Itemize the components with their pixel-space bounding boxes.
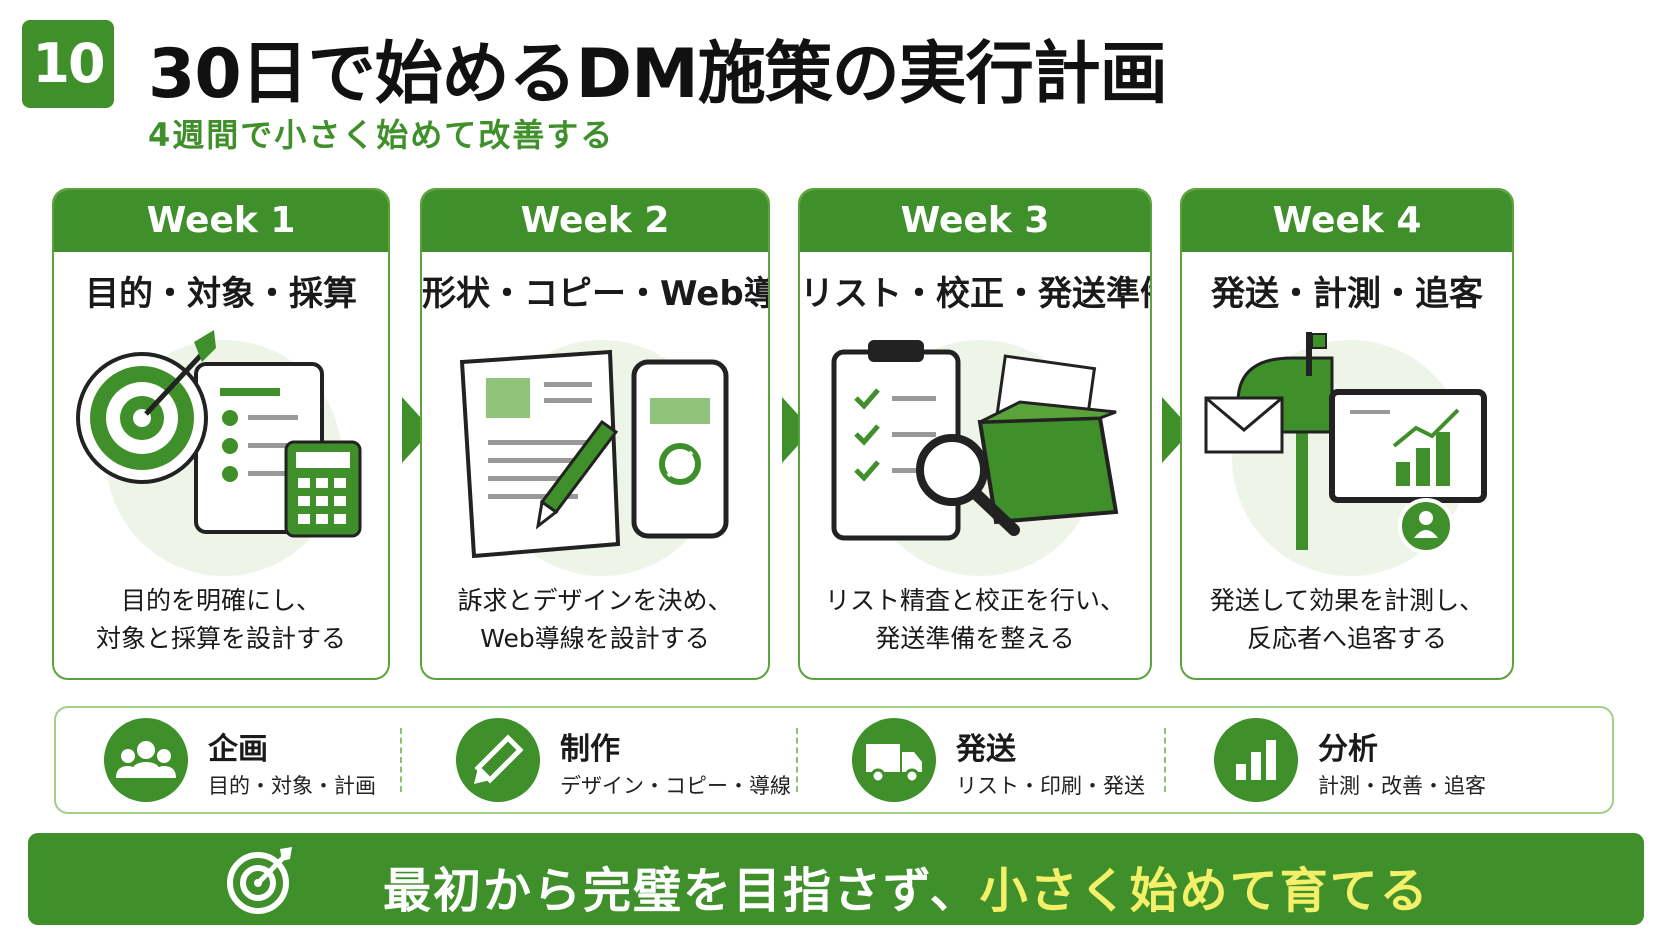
- phase-name: 企画: [208, 732, 268, 767]
- week-title: 目的・対象・採算: [85, 274, 357, 314]
- mailbox-monitor-chart-icon: [1182, 322, 1512, 584]
- phase-divider: [400, 728, 402, 792]
- week-title: 形状・コピー・Web導線: [422, 274, 768, 314]
- week-title: 発送・計測・追客: [1211, 274, 1483, 314]
- phase-planning: 企画 目的・対象・計画: [104, 708, 404, 812]
- arrow-right-icon: [402, 397, 432, 463]
- phase-name: 発送: [956, 732, 1016, 767]
- phase-name: 制作: [560, 732, 620, 767]
- phase-name: 分析: [1318, 732, 1378, 767]
- week-card-4: Week 4 発送・計測・追客 発送して効果を計測し、 反応者へ追客する: [1180, 188, 1514, 680]
- arrow-right-icon: [782, 397, 812, 463]
- week-description: リスト精査と校正を行い、 発送準備を整える: [824, 586, 1125, 653]
- phase-divider: [1164, 728, 1166, 792]
- week-description: 発送して効果を計測し、 反応者へ追客する: [1209, 586, 1485, 653]
- phases-panel: 企画 目的・対象・計画 制作 デザイン・コピー・導線 発送 リスト・印刷・発送: [54, 706, 1614, 814]
- phase-analysis: 分析 計測・改善・追客: [1214, 708, 1514, 812]
- target-arrow-icon: [227, 847, 292, 914]
- week-title: リスト・校正・発送準備: [800, 274, 1152, 314]
- clipboard-magnifier-box-icon: [800, 322, 1150, 584]
- week-label: Week 1: [54, 190, 388, 252]
- week-card-1: Week 1 目的・対象・採算 目的を明確にし、 対象と採算を設計する: [52, 188, 390, 680]
- week-label: Week 2: [422, 190, 768, 252]
- pencil-icon: [456, 718, 540, 802]
- phase-divider: [796, 728, 798, 792]
- people-icon: [104, 718, 188, 802]
- arrow-right-icon: [1162, 397, 1192, 463]
- target-checklist-calculator-icon: [54, 322, 388, 584]
- page-title: 30日で始めるDM施策の実行計画: [148, 35, 1168, 114]
- document-pencil-phone-icon: [422, 322, 768, 584]
- week-label: Week 3: [800, 190, 1150, 252]
- week-label: Week 4: [1182, 190, 1512, 252]
- bar-chart-icon: [1214, 718, 1298, 802]
- week-description: 訴求とデザインを決め、 Web導線を設計する: [457, 586, 733, 653]
- slogan-highlight: 小さく始めて育てる: [979, 863, 1430, 919]
- slogan-banner: 最初から完璧を目指さず、小さく始めて育てる: [28, 833, 1644, 925]
- week-card-3: Week 3 リスト・校正・発送準備 リスト精査と校正を行い、 発送準備を整える: [798, 188, 1152, 680]
- section-number-badge: 10: [22, 20, 114, 108]
- phase-shipping: 発送 リスト・印刷・発送: [852, 708, 1152, 812]
- truck-icon: [852, 718, 936, 802]
- phase-subtitle: 目的・対象・計画: [208, 774, 376, 798]
- slogan-text: 最初から完璧を目指さず、小さく始めて育てる: [383, 863, 1430, 919]
- week-card-2: Week 2 形状・コピー・Web導線 訴求とデザインを決め、 Web導線を設計…: [420, 188, 770, 680]
- phase-subtitle: デザイン・コピー・導線: [560, 774, 791, 798]
- week-description: 目的を明確にし、 対象と採算を設計する: [95, 586, 346, 653]
- page-subtitle: 4週間で小さく始めて改善する: [148, 116, 615, 154]
- phase-subtitle: リスト・印刷・発送: [956, 774, 1145, 798]
- phase-production: 制作 デザイン・コピー・導線: [456, 708, 791, 812]
- phase-subtitle: 計測・改善・追客: [1318, 774, 1486, 798]
